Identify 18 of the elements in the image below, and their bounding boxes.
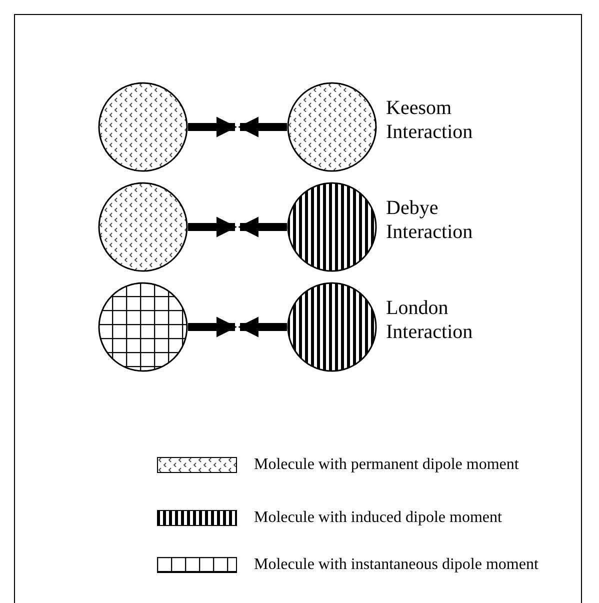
legend-text: Molecule with instantaneous dipole moment [254, 555, 538, 575]
interaction-label: Keesom Interaction [386, 96, 474, 144]
legend-text: Molecule with induced dipole moment [254, 508, 502, 528]
arrow [188, 116, 238, 138]
arrow [188, 316, 238, 338]
molecule-circle [98, 282, 188, 372]
legend-text: Molecule with permanent dipole moment [254, 455, 519, 475]
molecule-circle [98, 82, 188, 172]
molecule-circle [98, 182, 188, 272]
molecule-circle [287, 182, 377, 272]
arrow [238, 216, 287, 238]
arrow [238, 316, 287, 338]
arrow [188, 216, 238, 238]
arrow [238, 116, 287, 138]
molecule-circle [287, 82, 377, 172]
interaction-label: Debye Interaction [386, 196, 474, 244]
molecule-circle [287, 282, 377, 372]
interaction-label: London Interaction [386, 296, 474, 344]
